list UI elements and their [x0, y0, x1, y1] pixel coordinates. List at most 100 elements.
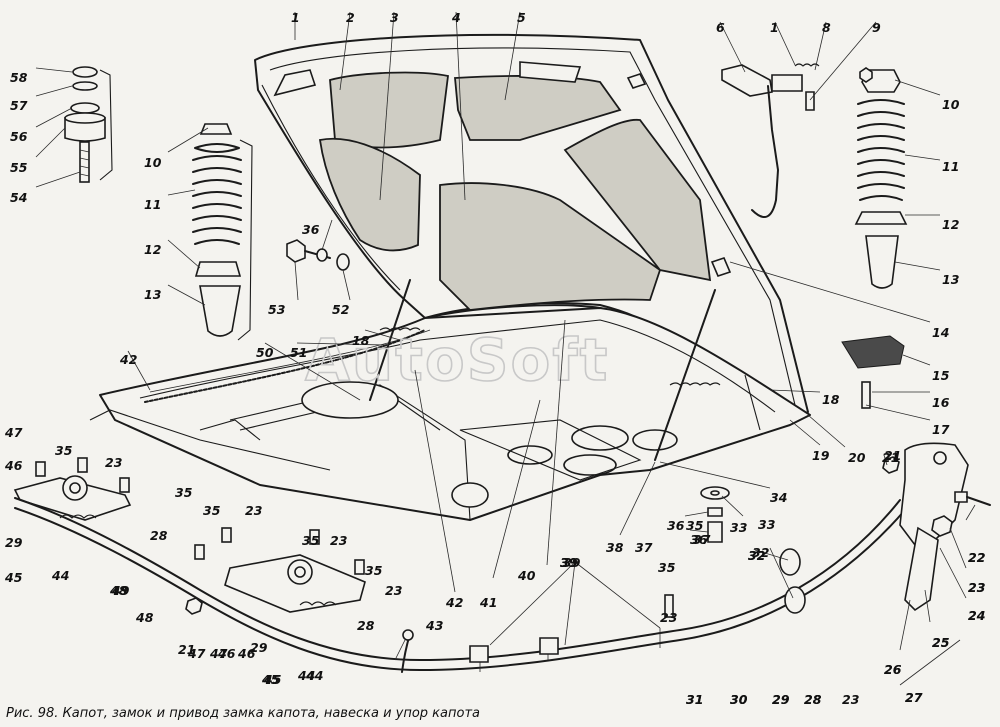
callout-number: 28 [804, 692, 822, 707]
callout-number: 18 [822, 392, 840, 407]
callout-number: 14 [932, 325, 949, 340]
callout-number: 15 [932, 368, 950, 383]
callout-number: 51 [290, 345, 307, 360]
callout-number: 41 [479, 595, 497, 610]
callout-number: 35 [365, 563, 383, 578]
callout-number: 12 [144, 242, 161, 257]
engine-bay [89, 307, 811, 521]
callout-number: 10 [144, 155, 162, 170]
callout-number: 23 [968, 580, 985, 595]
callout-number: 23 [330, 533, 347, 548]
callout-number: 45 [261, 672, 280, 687]
callout-number: 32 [748, 548, 765, 563]
callout-number: 45 [263, 672, 282, 687]
watermark-text: AutoSoft [305, 326, 609, 394]
callout-number: 26 [884, 662, 902, 677]
callout-number: 32 [752, 545, 769, 560]
callout-number: 48 [109, 583, 128, 598]
callout-number: 46 [4, 458, 23, 473]
callout-number: 55 [10, 160, 28, 175]
callout-number: 12 [942, 217, 959, 232]
callout-number: 22 [968, 550, 985, 565]
callout-number: 30 [730, 692, 748, 707]
lock-plate-left [13, 457, 132, 521]
callout-number: 21 [884, 448, 901, 463]
callout-number: 21 [178, 642, 195, 657]
callout-number: 17 [932, 422, 950, 437]
callout-number: 18 [352, 333, 370, 348]
callout-number: 1 [291, 10, 300, 25]
callout-number: 35 [175, 485, 193, 500]
callout-number: 29 [250, 640, 268, 655]
callout-number: 38 [606, 540, 624, 555]
left-spring [192, 123, 253, 341]
bolt-washer [286, 239, 350, 271]
callout-number: 44 [51, 568, 69, 583]
callout-number: 56 [10, 129, 28, 144]
callout-number: 36 [667, 518, 685, 533]
callout-number: 37 [635, 540, 653, 555]
callout-number: 39 [560, 555, 578, 570]
callout-number: 50 [256, 345, 274, 360]
callout-number: 57 [10, 98, 28, 113]
callout-number: 33 [758, 517, 775, 532]
callout-number: 46 [237, 646, 256, 661]
callout-number: 29 [772, 692, 790, 707]
lock-handle [882, 442, 991, 612]
pad-center [439, 182, 662, 311]
callout-number: 29 [772, 692, 790, 707]
callout-number: 8 [822, 20, 831, 35]
callout-number: 58 [10, 70, 28, 85]
lock-hook [721, 63, 873, 219]
right-spring [854, 69, 908, 289]
callout-number: 48 [135, 610, 154, 625]
callout-number: 30 [730, 692, 748, 707]
callout-number: 11 [144, 197, 161, 212]
callout-number: 16 [932, 395, 950, 410]
callout-number: 28 [357, 618, 375, 633]
callout-number: 1 [770, 20, 779, 35]
callout-number: 52 [332, 302, 349, 317]
release-cable [14, 497, 906, 673]
callout-number: 35 [658, 560, 676, 575]
callout-number: 35 [203, 503, 221, 518]
hood-buffer [841, 335, 905, 409]
callout-number: 24 [968, 608, 985, 623]
callout-number: 25 [932, 635, 950, 650]
callout-number: 4 [451, 10, 461, 25]
callout-number: 27 [905, 690, 923, 705]
callout-number: 22 [968, 550, 985, 565]
callout-number: 21 [882, 450, 899, 465]
callout-number: 13 [144, 287, 161, 302]
callout-number: 26 [884, 662, 902, 677]
callout-number: 13 [942, 272, 959, 287]
callout-number: 23 [660, 610, 677, 625]
callout-number: 31 [686, 692, 703, 707]
callout-number: 23 [842, 692, 859, 707]
callout-number: 3 [390, 10, 399, 25]
pad-mid-left [318, 137, 421, 252]
callout-number: 9 [872, 20, 881, 35]
callout-number: 46 [217, 646, 236, 661]
callout-number: 27 [905, 690, 923, 705]
callout-number: 35 [55, 443, 73, 458]
callout-number: 39 [563, 555, 581, 570]
callout-number: 47 [209, 646, 228, 661]
callout-number: 47 [187, 646, 206, 661]
callout-number: 35 [686, 518, 704, 533]
hood-struts [369, 257, 761, 461]
callout-number: 31 [686, 692, 703, 707]
callout-number: 47 [4, 425, 23, 440]
callout-number: 11 [942, 159, 959, 174]
pad-right [563, 118, 712, 282]
leader-lines [35, 11, 976, 686]
callout-number: 28 [804, 692, 822, 707]
hood-panel [254, 33, 809, 429]
callout-number: 23 [385, 583, 402, 598]
callout-number: 53 [268, 302, 285, 317]
callout-number: 5 [517, 10, 526, 25]
callout-number: 33 [730, 520, 747, 535]
callout-number: 40 [517, 568, 536, 583]
callout-number: 42 [445, 595, 463, 610]
